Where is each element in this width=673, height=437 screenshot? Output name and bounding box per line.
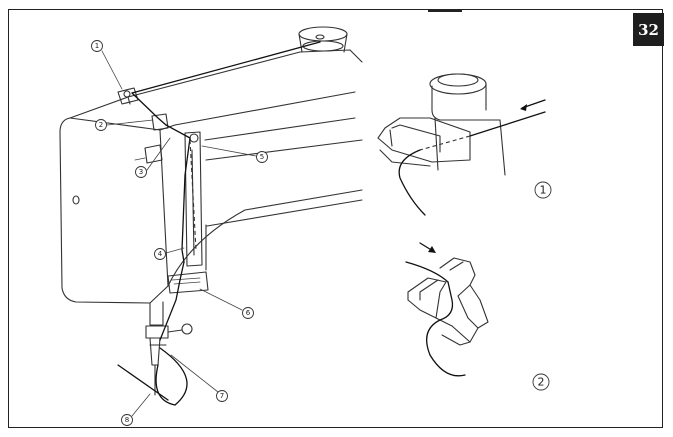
callout-7-label: 7 bbox=[220, 392, 224, 400]
callout-3: 3 bbox=[135, 137, 171, 178]
detail-2-thread-guide: 2 bbox=[405, 242, 550, 391]
callout-5: 5 bbox=[201, 145, 268, 163]
needle-bar-assembly bbox=[145, 271, 209, 396]
callout-6: 6 bbox=[199, 288, 254, 319]
top-mark bbox=[428, 9, 462, 12]
callout-2-label: 2 bbox=[99, 121, 103, 129]
thread-guide-2 bbox=[151, 113, 169, 131]
page-number: 32 bbox=[638, 20, 659, 39]
callout-2: 2 bbox=[95, 119, 154, 131]
thread-path bbox=[117, 41, 321, 406]
callout-4-label: 4 bbox=[158, 250, 163, 258]
callout-3-label: 3 bbox=[139, 168, 143, 176]
detail-2-label: 2 bbox=[538, 376, 545, 389]
page-number-badge: 32 bbox=[633, 13, 664, 46]
callout-1: 1 bbox=[91, 40, 123, 90]
page-frame bbox=[8, 9, 663, 428]
callout-8: 8 bbox=[121, 393, 151, 426]
spool-pin bbox=[298, 26, 348, 53]
detail-1-thread-guide: 1 bbox=[377, 73, 552, 216]
callout-6-label: 6 bbox=[246, 309, 251, 317]
thread-guide-1 bbox=[117, 87, 139, 105]
callout-8-label: 8 bbox=[125, 416, 129, 424]
sewing-machine-head bbox=[59, 49, 363, 304]
callout-7: 7 bbox=[170, 354, 228, 402]
callout-1-label: 1 bbox=[95, 42, 99, 50]
callout-5-label: 5 bbox=[260, 153, 264, 161]
detail-1-label: 1 bbox=[540, 184, 547, 197]
callout-4: 4 bbox=[154, 247, 185, 260]
